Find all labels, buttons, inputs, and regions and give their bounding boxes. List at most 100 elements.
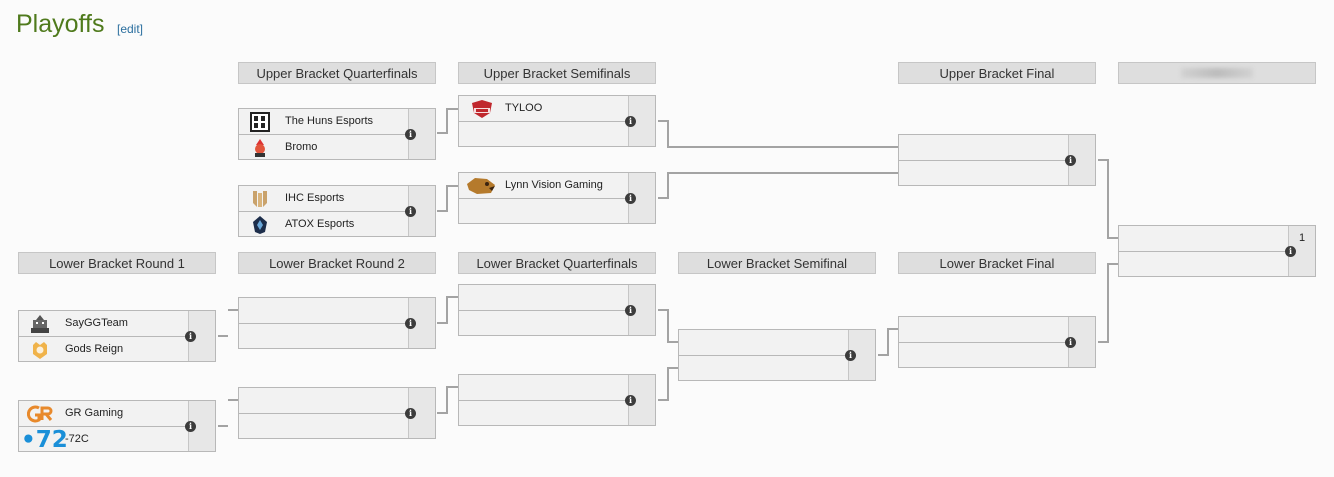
match-lb-semifinal: i (678, 329, 876, 381)
match-team-row[interactable]: •72 -72C (19, 426, 190, 453)
connector-lbr2b (437, 386, 458, 414)
match-lb-r1-1: SayGGTeam Gods Reign i (18, 310, 216, 362)
connector-ubsf2 (658, 172, 898, 199)
connector-lbqf1 (658, 309, 678, 343)
match-lb-final: i (898, 316, 1096, 368)
match-team-row[interactable]: Lynn Vision Gaming (459, 173, 630, 199)
match-team-row[interactable] (459, 375, 630, 401)
sayggteam-logo-icon (29, 313, 51, 334)
match-info-icon[interactable]: i (405, 318, 416, 329)
team-name: TYLOO (505, 102, 543, 114)
team-name: ATOX Esports (285, 218, 355, 230)
huns-logo-icon (249, 111, 271, 132)
connector-lbsf (878, 328, 898, 356)
match-team-row[interactable]: The Huns Esports (239, 109, 410, 135)
match-ub-sf-1: TYLOO i (458, 95, 656, 147)
match-info-icon[interactable]: i (625, 305, 636, 316)
connector-ubsf1 (658, 120, 898, 148)
match-score: 1 (1298, 232, 1306, 244)
match-team-row[interactable]: Gods Reign (19, 337, 190, 362)
match-info-icon[interactable]: i (405, 206, 416, 217)
team-name: SayGGTeam (65, 317, 128, 329)
match-grand-final: 1 i (1118, 225, 1316, 277)
ihc-logo-icon (249, 188, 271, 209)
match-lb-r2-1: i (238, 297, 436, 349)
team-name: The Huns Esports (285, 115, 374, 127)
match-team-row[interactable]: IHC Esports (239, 186, 410, 212)
match-ub-qf-1: The Huns Esports Bromo i (238, 108, 436, 160)
match-ub-sf-2: Lynn Vision Gaming i (458, 172, 656, 224)
match-lb-qf-2: i (458, 374, 656, 426)
match-lb-r1-2: GR Gaming •72 -72C i (18, 400, 216, 453)
connector-ubf (1098, 159, 1118, 239)
gods-reign-logo-icon (29, 339, 51, 360)
match-team-row[interactable] (239, 298, 410, 324)
match-team-row[interactable] (899, 317, 1070, 343)
match-team-row[interactable] (899, 343, 1070, 368)
match-info-icon[interactable]: i (625, 395, 636, 406)
header-lb-round2: Lower Bracket Round 2 (238, 252, 436, 274)
bromo-logo-icon (249, 137, 271, 158)
match-info-icon[interactable]: i (1065, 337, 1076, 348)
match-team-row[interactable] (459, 311, 630, 336)
match-team-row[interactable] (239, 388, 410, 414)
team-name: GR Gaming (65, 407, 124, 419)
match-ub-final: i (898, 134, 1096, 186)
match-info-icon[interactable]: i (1285, 246, 1296, 257)
blurred-header-label (1181, 68, 1253, 78)
header-grand-final (1118, 62, 1316, 84)
atox-logo-icon (249, 214, 271, 235)
connector-ubqf1 (437, 108, 458, 134)
page-title: Playoffs (16, 10, 105, 38)
header-ub-final: Upper Bracket Final (898, 62, 1096, 84)
connector-ubqf2 (437, 185, 458, 212)
team-name: -72C (65, 433, 89, 445)
match-ub-qf-2: IHC Esports ATOX Esports i (238, 185, 436, 237)
match-lb-r2-2: i (238, 387, 436, 439)
match-team-row[interactable]: TYLOO (459, 96, 630, 122)
match-team-row[interactable] (679, 330, 850, 356)
72c-logo-icon: •72 (21, 426, 68, 453)
match-team-row[interactable] (899, 135, 1070, 161)
match-info-icon[interactable]: i (1065, 155, 1076, 166)
match-team-row[interactable]: ATOX Esports (239, 212, 410, 237)
match-team-row[interactable] (1119, 226, 1290, 252)
connector-lbf (1098, 263, 1118, 343)
header-lb-quarterfinals: Lower Bracket Quarterfinals (458, 252, 656, 274)
lynn-vision-logo-icon (465, 175, 497, 196)
match-team-row[interactable] (679, 356, 850, 381)
team-name: IHC Esports (285, 192, 345, 204)
match-team-row[interactable] (899, 161, 1070, 186)
team-name: Lynn Vision Gaming (505, 179, 603, 191)
match-team-row[interactable]: Bromo (239, 135, 410, 160)
match-team-row[interactable] (459, 199, 630, 224)
header-lb-semifinal: Lower Bracket Semifinal (678, 252, 876, 274)
match-info-icon[interactable]: i (405, 408, 416, 419)
connector-lbr2a (437, 296, 458, 324)
match-info-icon[interactable]: i (185, 331, 196, 342)
match-team-row[interactable] (239, 324, 410, 349)
match-info-icon[interactable]: i (405, 129, 416, 140)
match-team-row[interactable] (459, 122, 630, 147)
team-name: Gods Reign (65, 343, 124, 355)
header-ub-quarterfinals: Upper Bracket Quarterfinals (238, 62, 436, 84)
header-lb-round1: Lower Bracket Round 1 (18, 252, 216, 274)
header-lb-final: Lower Bracket Final (898, 252, 1096, 274)
match-team-row[interactable]: SayGGTeam (19, 311, 190, 337)
gr-gaming-logo-icon (27, 403, 55, 424)
match-info-icon[interactable]: i (845, 350, 856, 361)
match-info-icon[interactable]: i (185, 421, 196, 432)
match-team-row[interactable]: GR Gaming (19, 401, 190, 427)
match-team-row[interactable] (1119, 252, 1290, 277)
connector-lbqf2 (658, 367, 678, 401)
header-ub-semifinals: Upper Bracket Semifinals (458, 62, 656, 84)
match-team-row[interactable] (459, 401, 630, 426)
match-team-row[interactable] (239, 414, 410, 439)
match-info-icon[interactable]: i (625, 193, 636, 204)
team-name: Bromo (285, 141, 318, 153)
match-team-row[interactable] (459, 285, 630, 311)
match-info-icon[interactable]: i (625, 116, 636, 127)
edit-link[interactable]: [edit] (117, 22, 144, 36)
match-lb-qf-1: i (458, 284, 656, 336)
